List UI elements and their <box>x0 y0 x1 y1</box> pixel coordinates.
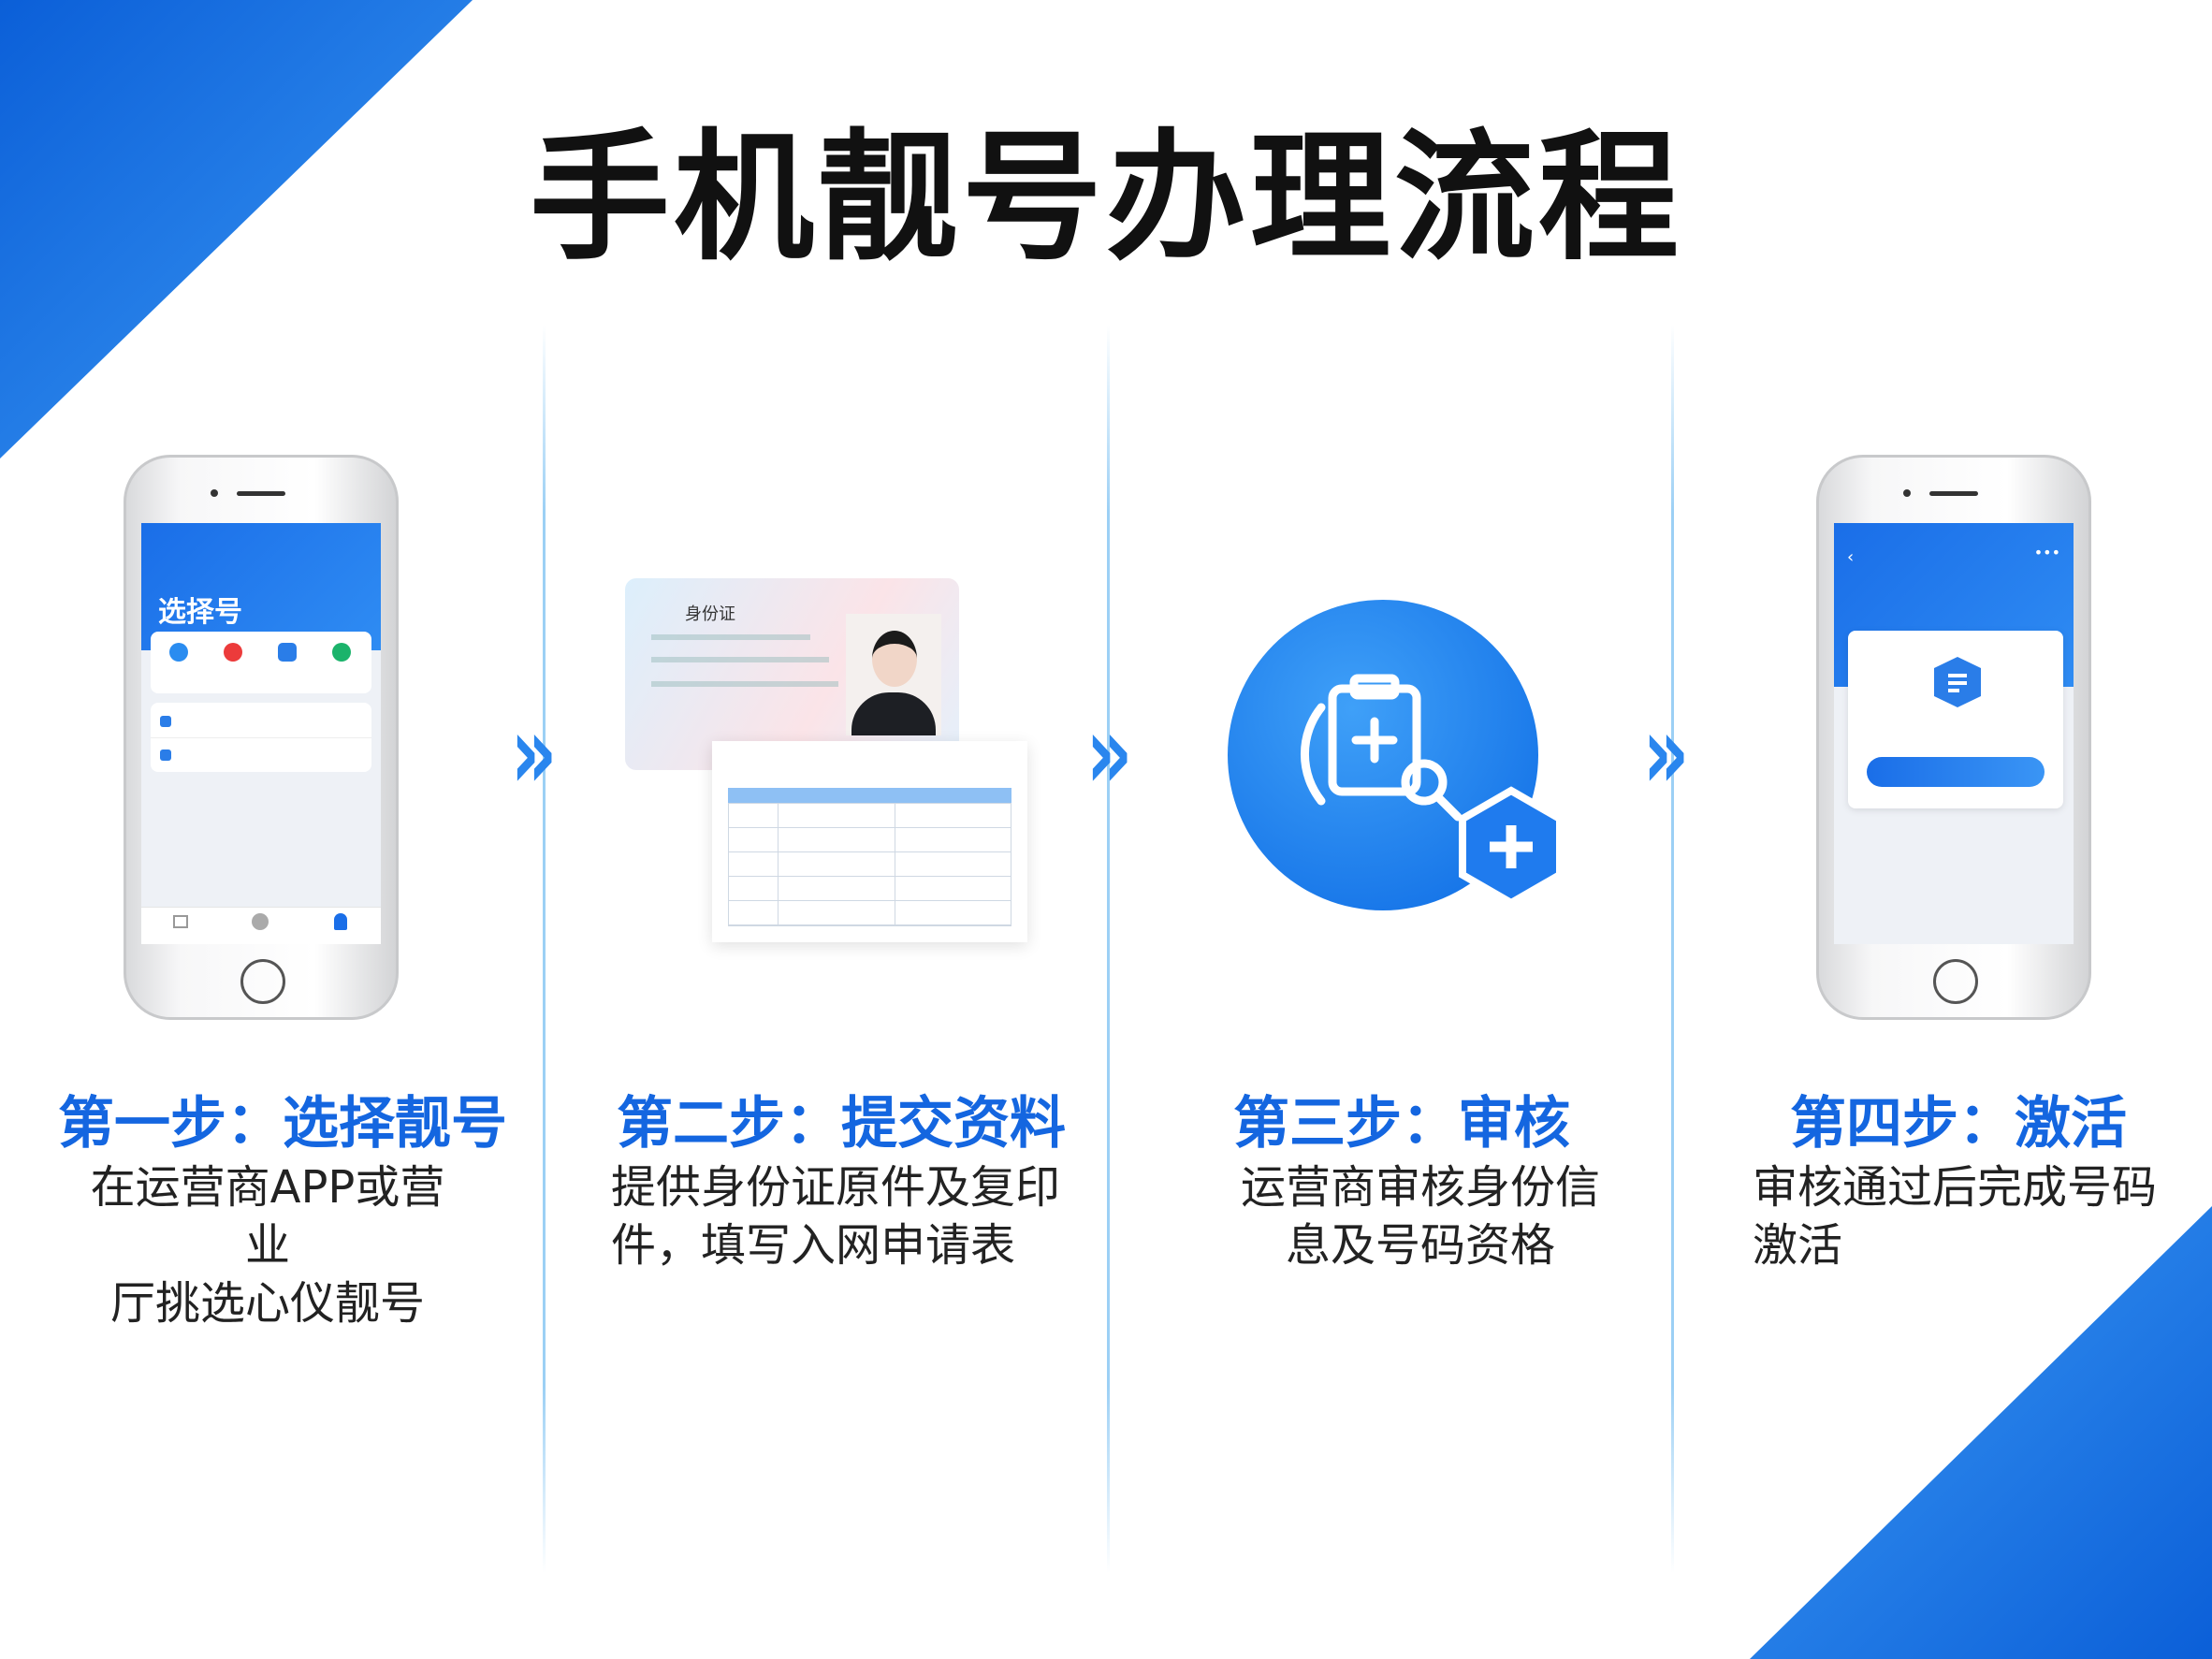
id-card: 身份证 <box>625 578 959 770</box>
step-3-description: 运营商审核身份信息及号码资格 <box>1240 1161 1600 1272</box>
chevron-right-icon: » <box>1085 692 1133 812</box>
more-icon: ••• <box>2033 544 2060 561</box>
user-icon <box>334 913 347 930</box>
phone-heading: 选择号 <box>158 596 242 629</box>
divider <box>1107 325 1110 1573</box>
page-title: 手机靓号办理流程 <box>529 117 1682 280</box>
chevron-right-icon: » <box>1642 692 1690 812</box>
divider <box>1671 325 1674 1573</box>
corner-decoration-top-left <box>0 0 473 458</box>
step-2-description: 提供身份证原件及复印件，填写入网申请表 <box>611 1161 1061 1272</box>
step-1-description: 在运营商APP或营业厅挑选心仪靓号 <box>90 1161 445 1330</box>
plus-hexagon-icon <box>1459 786 1564 908</box>
chevron-right-icon: » <box>510 692 558 812</box>
step-1-title: 第一步：选择靓号 <box>58 1091 507 1157</box>
back-icon: ‹ <box>1847 547 1855 567</box>
id-card-label: 身份证 <box>685 604 735 624</box>
step-4-title: 第四步：激活 <box>1790 1091 2127 1157</box>
message-icon <box>252 913 269 930</box>
step-4-description: 审核通过后完成号码激活 <box>1753 1161 2158 1272</box>
divider <box>543 325 546 1573</box>
home-icon <box>173 915 188 928</box>
shield-document-icon <box>1934 657 1981 707</box>
step-3-title: 第三步：审核 <box>1233 1091 1570 1157</box>
id-photo <box>846 614 941 735</box>
phone-select-number: 选择号 <box>124 455 399 1020</box>
corner-decoration-bottom-right <box>1750 1206 2212 1659</box>
phone-activate: ‹ ••• <box>1816 455 2091 1020</box>
application-form <box>712 741 1027 942</box>
step-2-title: 第二步：提交资料 <box>617 1091 1066 1157</box>
